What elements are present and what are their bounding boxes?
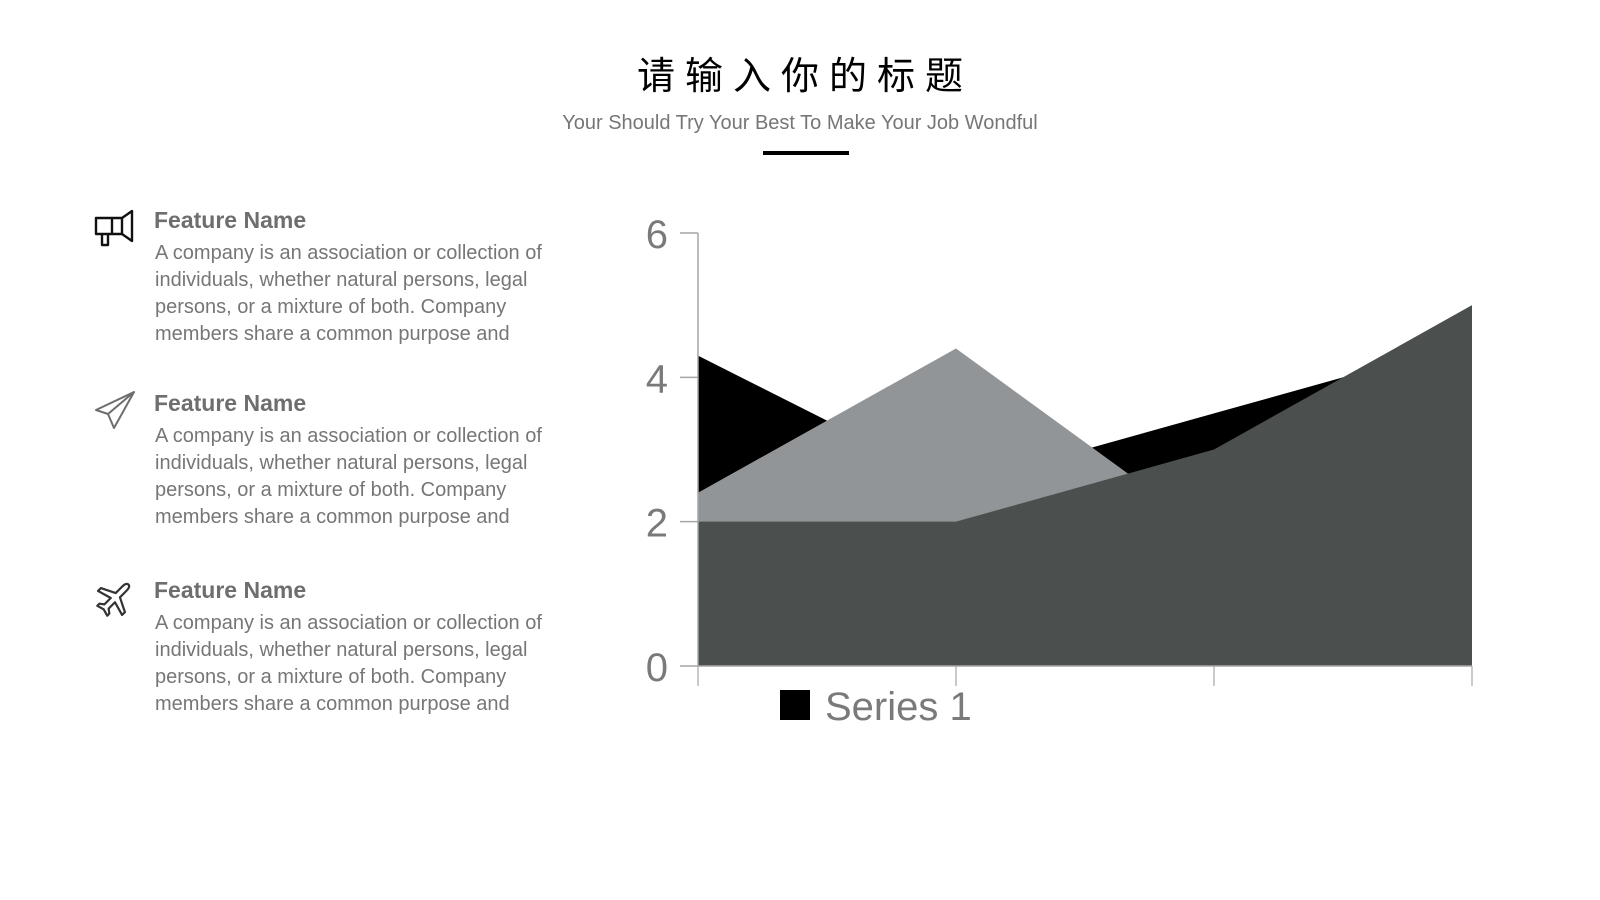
chart-legend: Series 1 <box>780 685 972 729</box>
area-series-3 <box>698 305 1472 666</box>
feature-description: A company is an association or collectio… <box>155 425 542 528</box>
megaphone-icon <box>92 205 138 251</box>
page-title: 请输入你的标题 <box>636 54 973 98</box>
y-tick-label: 2 <box>646 502 668 546</box>
feature-name: Feature Name <box>154 390 307 416</box>
y-tick-label: 0 <box>646 646 668 690</box>
page-subtitle: Your Should Try Your Best To Make Your J… <box>562 112 1038 134</box>
feature-description: A company is an association or collectio… <box>155 242 542 345</box>
paper-plane-icon <box>92 388 138 434</box>
feature-name: Feature Name <box>154 207 307 233</box>
feature-description: A company is an association or collectio… <box>155 612 542 715</box>
feature-name: Feature Name <box>154 577 307 603</box>
title-underline-divider <box>763 151 849 155</box>
legend-label: Series 1 <box>825 685 972 729</box>
y-tick-label: 6 <box>646 213 668 257</box>
y-tick-label: 4 <box>646 357 668 401</box>
airplane-icon <box>92 575 138 621</box>
